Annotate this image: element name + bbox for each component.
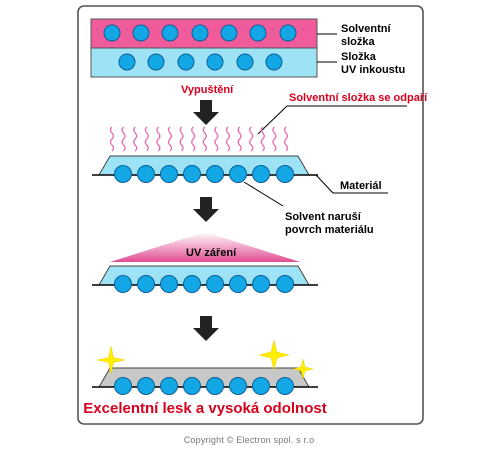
ink-particle [191, 24, 209, 42]
result-label: Excelentní lesk a vysoká odolnost [83, 400, 326, 417]
evaporation-wave [144, 126, 149, 152]
ink-particle [103, 24, 121, 42]
leader-line [315, 174, 334, 194]
ink-particle [236, 53, 254, 71]
ink-particle [276, 275, 294, 293]
ink-particle [220, 24, 238, 42]
ink-on-material [92, 155, 318, 183]
evaporation-wave [167, 126, 173, 152]
evaporation-wave [283, 126, 289, 152]
uv-ink-dots [118, 53, 283, 71]
ink-particle [229, 275, 247, 293]
ink-particle [279, 24, 297, 42]
ink-particle [114, 165, 132, 183]
ink-particle [114, 275, 132, 293]
ink-particle [118, 53, 136, 71]
ink-particle [206, 165, 224, 183]
evaporation-wave [237, 126, 242, 152]
sparkle-icon [258, 339, 290, 371]
ink-particle [161, 24, 179, 42]
ink-dots [114, 377, 294, 395]
ink-particle [137, 275, 155, 293]
solvent-component-label-1: Solventní [341, 23, 391, 35]
ink-particle [249, 24, 267, 42]
ink-particle [137, 165, 155, 183]
solvent-disrupts-label-2: povrch materiálu [285, 224, 374, 236]
leader-line [243, 181, 284, 207]
ink-particle [252, 275, 270, 293]
ink-layers [90, 18, 318, 78]
ink-particle [183, 377, 201, 395]
uv-radiation-label: UV záření [186, 247, 237, 259]
ink-particle [137, 377, 155, 395]
solvent-component-label-2: složka [341, 36, 376, 48]
solvent-dots [103, 24, 297, 42]
material-label: Materiál [340, 180, 382, 192]
down-arrow-icon [193, 100, 219, 125]
ink-particle [276, 377, 294, 395]
evaporation-wave [272, 126, 277, 152]
down-arrow-icon [193, 197, 219, 222]
ink-particle [206, 275, 224, 293]
release-label: Vypuštění [181, 84, 234, 96]
ink-particle [177, 53, 195, 71]
ink-particle [160, 377, 178, 395]
evaporation-wave [214, 126, 219, 152]
ink-particle [276, 165, 294, 183]
evaporation-wave [191, 126, 196, 152]
evaporation-waves [109, 126, 289, 152]
down-arrow-icon [193, 316, 219, 341]
evaporation-wave [133, 126, 138, 152]
evaporation-wave [109, 126, 115, 152]
ink-particle [206, 377, 224, 395]
evaporation-wave [260, 126, 265, 152]
solvent-disrupts-label-1: Solvent naruší [285, 211, 362, 223]
ink-particle [229, 165, 247, 183]
leader-line [257, 105, 288, 135]
uv-radiation-beam [110, 232, 300, 262]
copyright-text: Copyright © Electron spol. s r.o [184, 435, 315, 445]
ink-particle [160, 275, 178, 293]
cured-ink [92, 367, 318, 395]
ink-particle [132, 24, 150, 42]
ink-particle [252, 165, 270, 183]
ink-particle [252, 377, 270, 395]
ink-dots [114, 165, 294, 183]
sparkle-icon [96, 345, 126, 375]
curing-ink [92, 265, 318, 293]
ink-dots [114, 275, 294, 293]
evaporation-wave [249, 126, 254, 152]
solvent-evaporates-label: Solventní složka se odpaří [289, 92, 428, 104]
ink-particle [183, 275, 201, 293]
ink-particle [206, 53, 224, 71]
evaporation-wave [202, 126, 207, 152]
evaporation-wave [156, 126, 161, 152]
ink-particle [265, 53, 283, 71]
evaporation-wave [225, 126, 231, 152]
ink-particle [160, 165, 178, 183]
ink-particle [147, 53, 165, 71]
uv-ink-label-2: UV inkoustu [341, 64, 405, 76]
ink-particle [183, 165, 201, 183]
uv-ink-label-1: Složka [341, 51, 377, 63]
ink-particle [229, 377, 247, 395]
ink-particle [114, 377, 132, 395]
evaporation-wave [121, 126, 126, 152]
sparkle-icon [292, 358, 314, 380]
evaporation-wave [179, 126, 184, 152]
diagram-frame [77, 5, 424, 425]
